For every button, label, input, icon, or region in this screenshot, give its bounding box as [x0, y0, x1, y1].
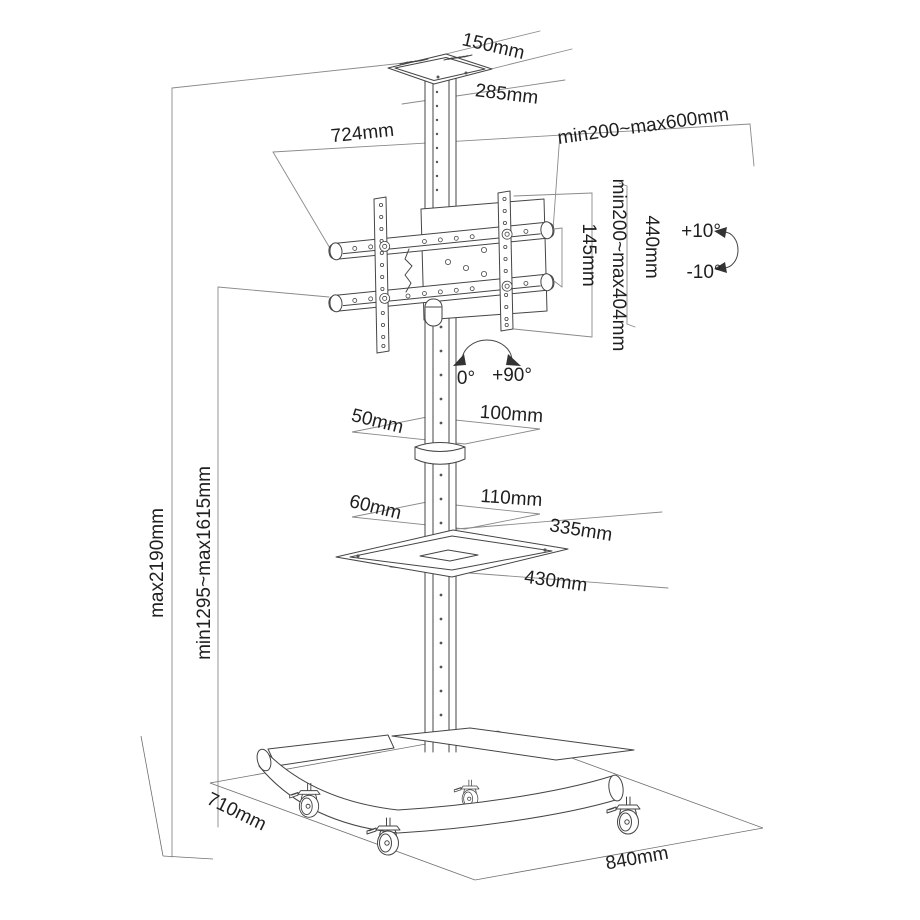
- tilt-arrow: [714, 227, 739, 273]
- label-screen-height-range: min1295~max1615mm: [194, 466, 215, 660]
- dimension-line-total-height: [171, 62, 405, 858]
- label-tilt-up: +10°: [681, 221, 721, 242]
- tilt-knob: [424, 298, 443, 327]
- label-pole-lower-width: 110mm: [480, 486, 543, 511]
- caster-front-right: [606, 796, 641, 835]
- label-vesa-width-range: min200~max600mm: [556, 104, 730, 149]
- dimension-line-screen-height: [217, 286, 330, 828]
- label-rotate-max: +90°: [492, 365, 532, 386]
- vesa-strip-left: [373, 196, 390, 354]
- cable-hook: [404, 248, 413, 299]
- height-collar: [414, 442, 466, 465]
- label-base-depth: 710mm: [203, 789, 269, 836]
- label-pole-upper-width: 100mm: [479, 402, 544, 427]
- dimension-line-bracket-height: [618, 182, 636, 328]
- label-rail-gap: 145mm: [578, 223, 599, 286]
- label-bracket-total-width: 724mm: [330, 120, 395, 148]
- label-bracket-height: 440mm: [641, 215, 662, 278]
- rail-bolts: [379, 228, 513, 304]
- top-shelf-vents: [399, 54, 473, 65]
- top-shelf: [387, 53, 493, 85]
- label-top-shelf-depth: 150mm: [460, 29, 526, 64]
- label-shelf-width: 430mm: [523, 567, 589, 597]
- label-shelf-depth: 335mm: [548, 515, 614, 546]
- base-front-tube: [256, 748, 624, 834]
- label-rotate-min: 0°: [457, 368, 475, 389]
- rotation-arrow: [453, 339, 521, 366]
- label-vesa-height-range: min200~max404mm: [608, 179, 629, 352]
- dimension-line-bracket-width: [272, 123, 755, 251]
- label-max-height: max2190mm: [147, 508, 168, 618]
- label-base-width: 840mm: [604, 843, 670, 875]
- pole: [424, 74, 457, 753]
- vesa-strip-right: [497, 190, 514, 332]
- label-pole-upper-depth: 50mm: [349, 405, 405, 438]
- av-shelf: [335, 529, 569, 578]
- label-top-shelf-width: 285mm: [474, 80, 539, 109]
- label-tilt-down: -10°: [686, 262, 721, 283]
- dimension-line-rail-gap: [553, 227, 563, 288]
- dimension-line-vesa-height: [513, 192, 593, 338]
